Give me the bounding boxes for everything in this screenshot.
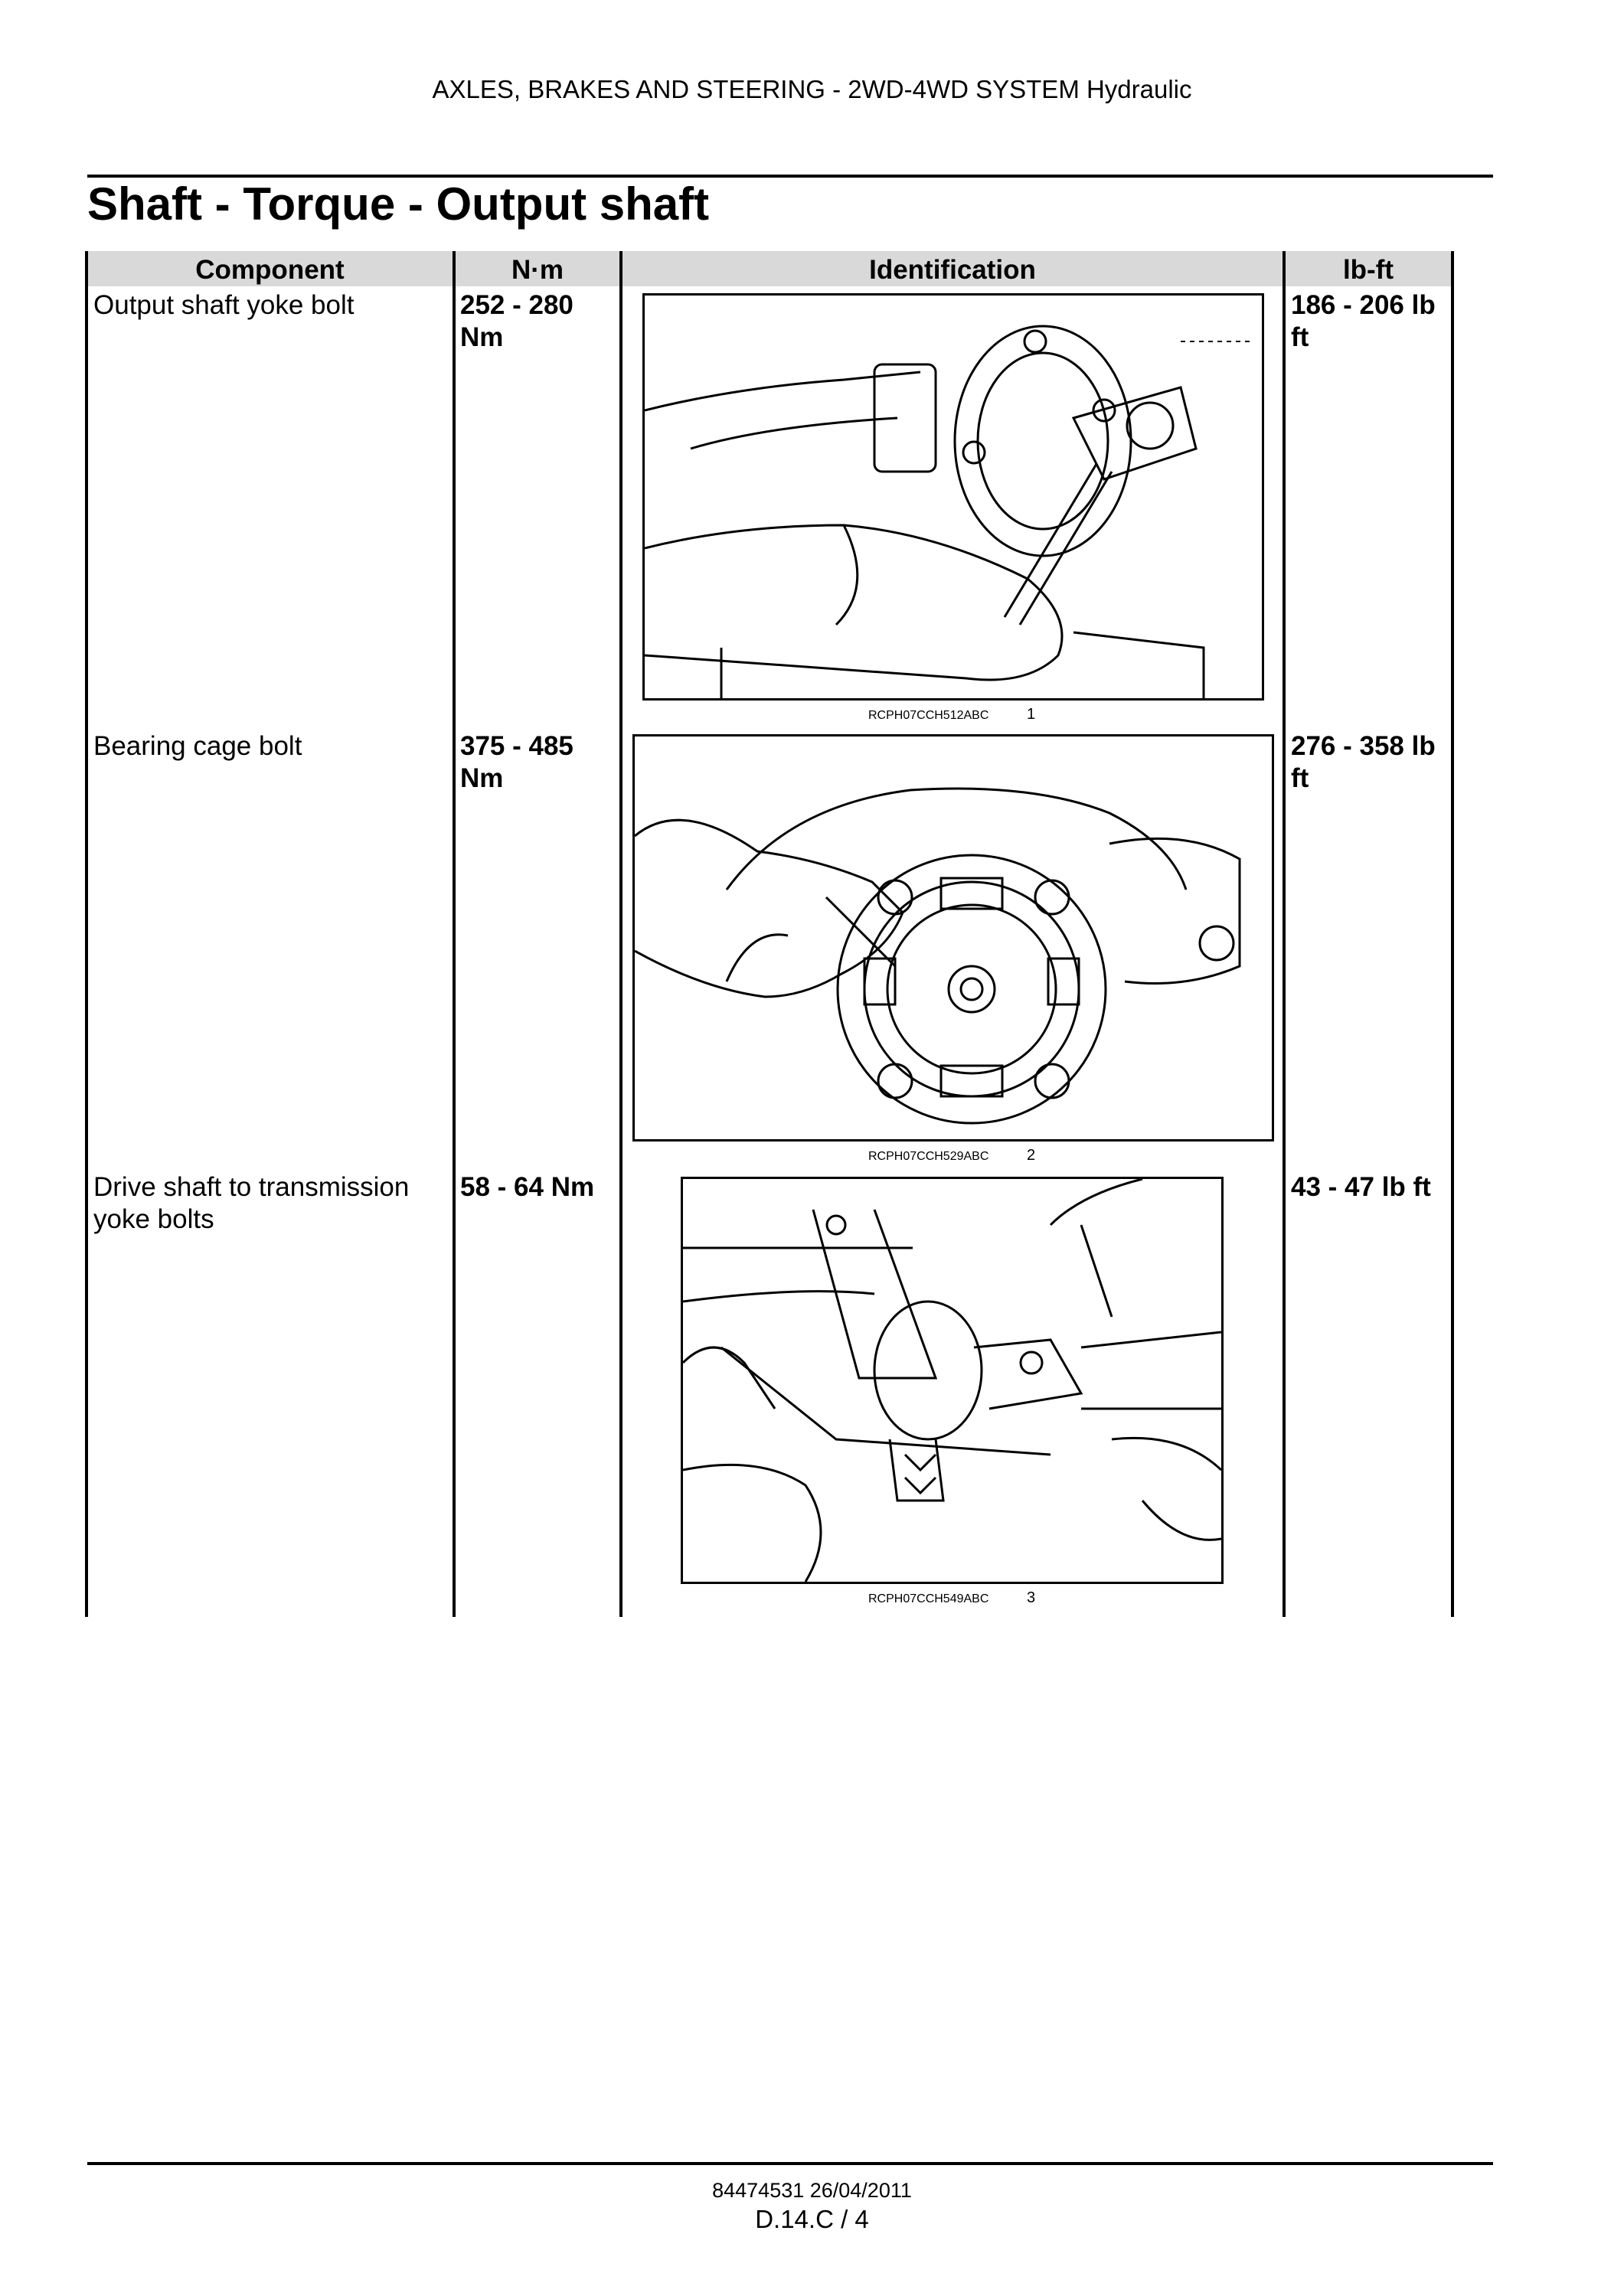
column-header-nm: N·m <box>511 255 564 285</box>
column-header-bg-identification <box>622 251 1283 286</box>
lbft-value: 186 - 206 lb <box>1291 290 1436 320</box>
column-header-bg-component <box>87 251 453 286</box>
table-cell-lbft: 186 - 206 lb ft <box>1291 289 1448 354</box>
table-cell-nm: 252 - 280 Nm <box>460 289 613 354</box>
column-header-component: Component <box>195 255 345 285</box>
column-divider <box>453 251 456 1617</box>
table-border-left <box>85 251 88 1617</box>
column-divider <box>1283 251 1286 1617</box>
nm-value: 58 - 64 Nm <box>460 1172 595 1202</box>
footer-page-reference: D.14.C / 4 <box>755 2205 869 2233</box>
column-divider <box>619 251 622 1617</box>
component-line: Drive shaft to transmission <box>93 1172 410 1202</box>
illustration-drive-shaft <box>683 1179 1221 1582</box>
figure-bearing-cage-bolt <box>632 734 1274 1141</box>
lbft-unit: ft <box>1291 763 1309 793</box>
lbft-unit: ft <box>1291 322 1309 352</box>
illustration-bearing-cage <box>635 787 1241 1125</box>
nm-unit: Nm <box>460 322 504 352</box>
figure-number: 2 <box>1027 1147 1036 1164</box>
table-cell-lbft: 43 - 47 lb ft <box>1291 1171 1448 1204</box>
header-rule <box>87 175 1493 178</box>
lbft-value: 276 - 358 lb <box>1291 731 1436 761</box>
illustration-torque-wrench-yoke <box>645 325 1250 698</box>
footer-rule <box>87 2162 1493 2165</box>
table-cell-nm: 375 - 485 Nm <box>460 730 613 795</box>
page-title: Shaft - Torque - Output shaft <box>87 178 710 230</box>
table-cell-lbft: 276 - 358 lb ft <box>1291 730 1448 795</box>
footer-document-code: 84474531 26/04/2011 <box>712 2179 912 2202</box>
figure-output-shaft-yoke-bolt <box>642 293 1264 701</box>
lbft-value: 43 - 47 lb ft <box>1291 1172 1431 1202</box>
nm-value: 375 - 485 <box>460 731 573 761</box>
figure-number: 1 <box>1027 706 1036 723</box>
nm-unit: Nm <box>460 763 504 793</box>
column-header-lbft: lb-ft <box>1342 255 1394 285</box>
figure-drive-shaft-yoke-bolts <box>681 1177 1224 1584</box>
table-border-right <box>1451 251 1454 1617</box>
figure-code: RCPH07CCH549ABC <box>868 1592 989 1605</box>
table-cell-component: Output shaft yoke bolt <box>93 290 355 320</box>
component-line: yoke bolts <box>93 1204 214 1234</box>
table-cell-component: Bearing cage bolt <box>93 731 302 761</box>
column-header-bg-nm <box>456 251 619 286</box>
figure-code: RCPH07CCH529ABC <box>868 1150 989 1163</box>
table-cell-nm: 58 - 64 Nm <box>460 1171 613 1204</box>
column-header-identification: Identification <box>869 255 1036 285</box>
column-header-bg-lbft <box>1286 251 1451 286</box>
table-cell-component: Drive shaft to transmission yoke bolts <box>93 1171 446 1236</box>
figure-code: RCPH07CCH512ABC <box>868 709 989 722</box>
section-header: AXLES, BRAKES AND STEERING - 2WD-4WD SYS… <box>432 75 1192 103</box>
figure-number: 3 <box>1027 1589 1036 1606</box>
nm-value: 252 - 280 <box>460 290 573 320</box>
